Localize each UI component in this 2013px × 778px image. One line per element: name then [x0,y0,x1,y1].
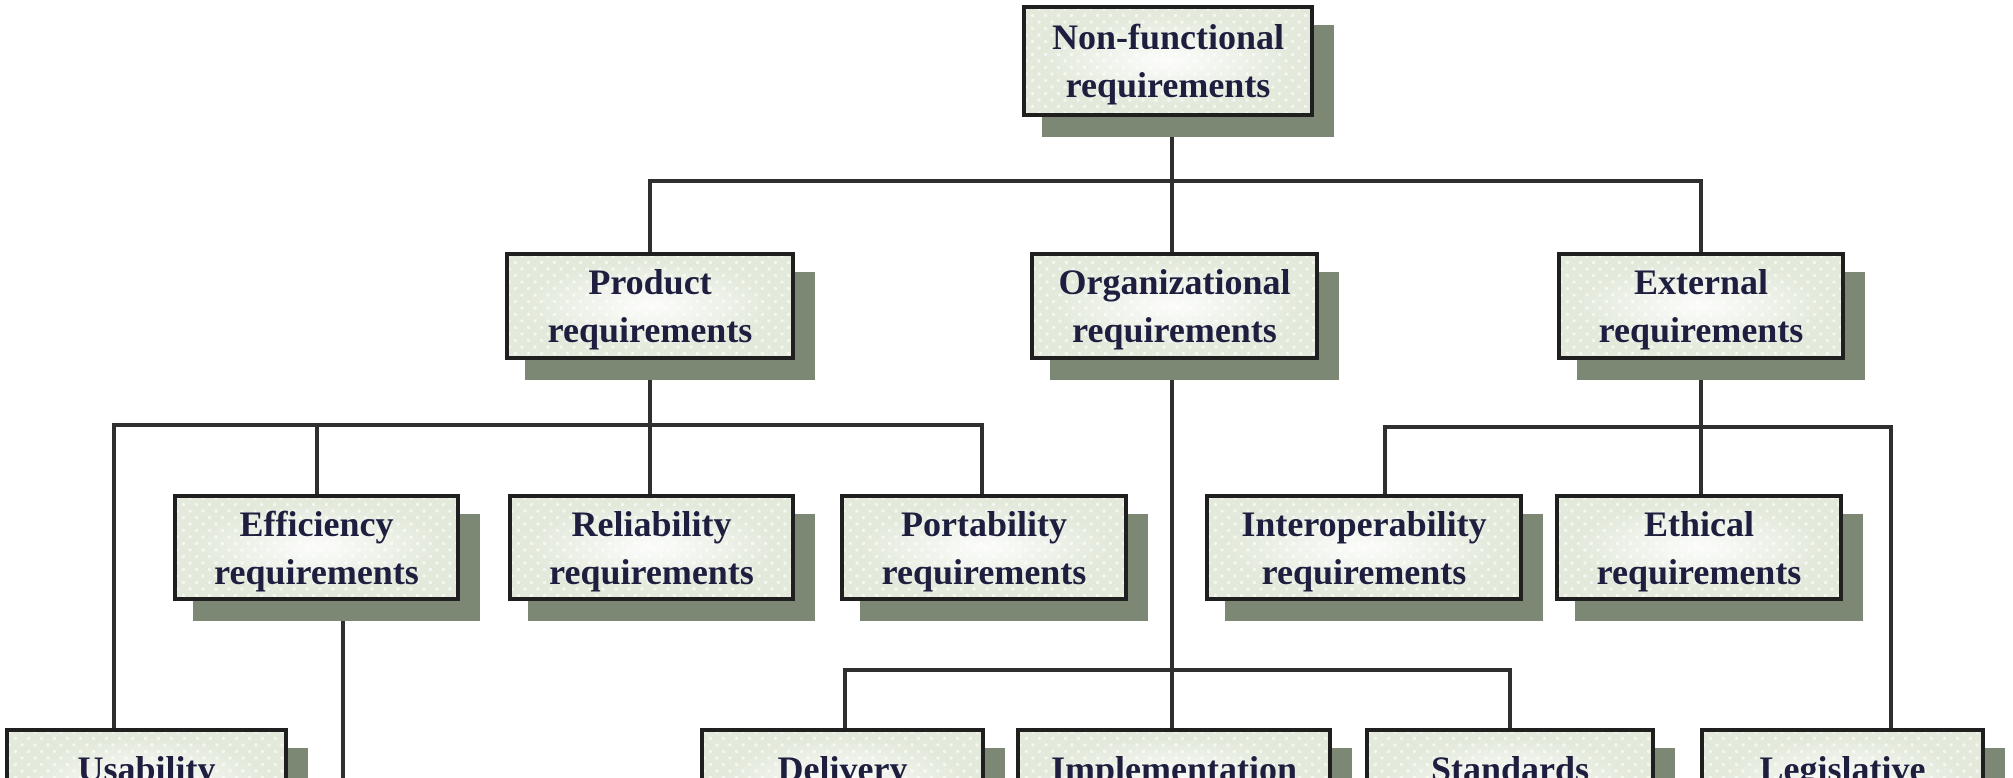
edge-interoperability-drop [1383,425,1387,494]
edge-level1-horizontal [648,179,1703,183]
node-portability-requirements: Portability requirements [840,494,1128,601]
edge-delivery-drop [843,668,847,728]
node-legislative-requirements: Legislative [1700,728,1985,778]
node-product-requirements: Product requirements [505,252,795,360]
node-usability-requirements: Usability [5,728,288,778]
node-ethical-requirements: Ethical requirements [1555,494,1843,601]
edge-standards-drop [1508,668,1512,728]
node-implementation-requirements: Implementation [1016,728,1332,778]
edge-legislative-drop [1889,425,1893,728]
node-delivery-requirements: Delivery [700,728,985,778]
edge-root-vertical [1170,117,1174,252]
edge-efficiency-drop [315,423,319,494]
edge-usability-drop [112,423,116,728]
edge-portability-drop [980,423,984,494]
edge-efficiency-children-line [341,601,345,778]
edge-product-to-reliability [648,360,652,494]
edge-organizational-to-implementation [1170,360,1174,728]
edge-product-children-horizontal [112,423,984,427]
edge-external-drop [1699,179,1703,252]
node-organizational-requirements: Organizational requirements [1030,252,1319,360]
node-interoperability-requirements: Interoperability requirements [1205,494,1523,601]
edge-organizational-children-horizontal [843,668,1512,672]
node-efficiency-requirements: Efficiency requirements [173,494,460,601]
edge-product-drop [648,179,652,252]
edge-external-children-horizontal [1383,425,1893,429]
node-reliability-requirements: Reliability requirements [508,494,795,601]
node-standards-requirements: Standards [1365,728,1655,778]
node-external-requirements: External requirements [1557,252,1845,360]
node-non-functional-requirements: Non-functional requirements [1022,5,1314,117]
